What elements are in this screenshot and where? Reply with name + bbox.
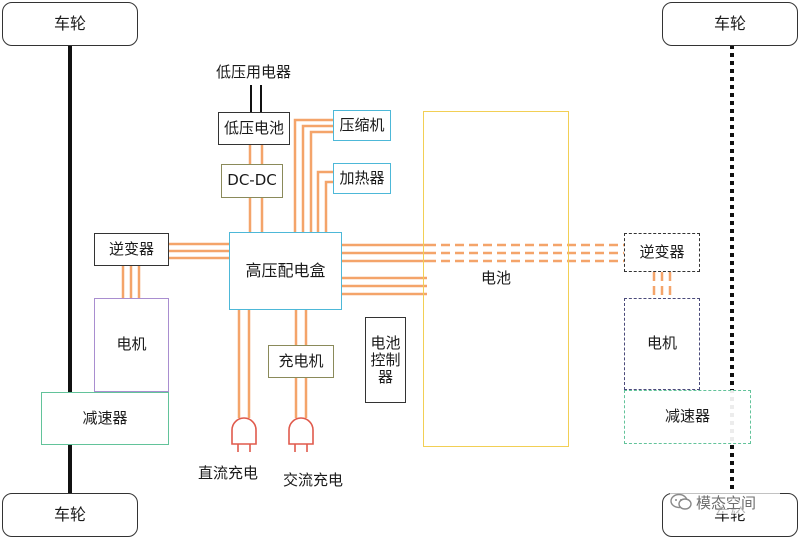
traction-battery: 电池 xyxy=(423,111,569,447)
motor-left: 电机 xyxy=(94,298,169,392)
ac-charging-plug-icon xyxy=(288,417,314,452)
compressor: 压缩机 xyxy=(333,110,391,141)
reducer-right: 减速器 xyxy=(624,390,751,444)
wheel-top-right: 车轮 xyxy=(662,2,798,46)
dc-charging-plug-icon xyxy=(231,417,257,452)
hv-distribution-box: 高压配电盒 xyxy=(229,232,342,310)
dcdc-converter: DC-DC xyxy=(221,164,283,198)
wheel-top-left: 车轮 xyxy=(2,2,138,46)
heater: 加热器 xyxy=(333,163,391,194)
bms-label-line-3: 器 xyxy=(377,367,393,386)
low-voltage-battery: 低压电池 xyxy=(218,112,290,145)
charger: 充电机 xyxy=(268,345,334,378)
low-voltage-load-wires xyxy=(250,85,262,112)
motor-right: 电机 xyxy=(624,298,700,390)
wheel-bottom-left: 车轮 xyxy=(2,493,138,537)
watermark-text: 模态空间 xyxy=(696,493,757,512)
watermark: 模态空间 xyxy=(670,490,780,514)
ac-charging-label: 交流充电 xyxy=(283,471,344,489)
dc-charging-label: 直流充电 xyxy=(198,464,259,482)
hv-wires-dashed xyxy=(427,243,672,298)
battery-management-controller: 电池 控制 器 xyxy=(365,317,406,403)
wechat-icon xyxy=(670,493,692,510)
bms-label-line-2: 控制 xyxy=(370,350,401,369)
inverter-left: 逆变器 xyxy=(94,233,169,266)
hv-wires xyxy=(121,118,427,418)
inverter-right: 逆变器 xyxy=(624,233,700,272)
low-voltage-load-label: 低压用电器 xyxy=(216,63,292,81)
reducer-left: 减速器 xyxy=(41,392,169,445)
bms-label-line-1: 电池 xyxy=(370,333,401,352)
